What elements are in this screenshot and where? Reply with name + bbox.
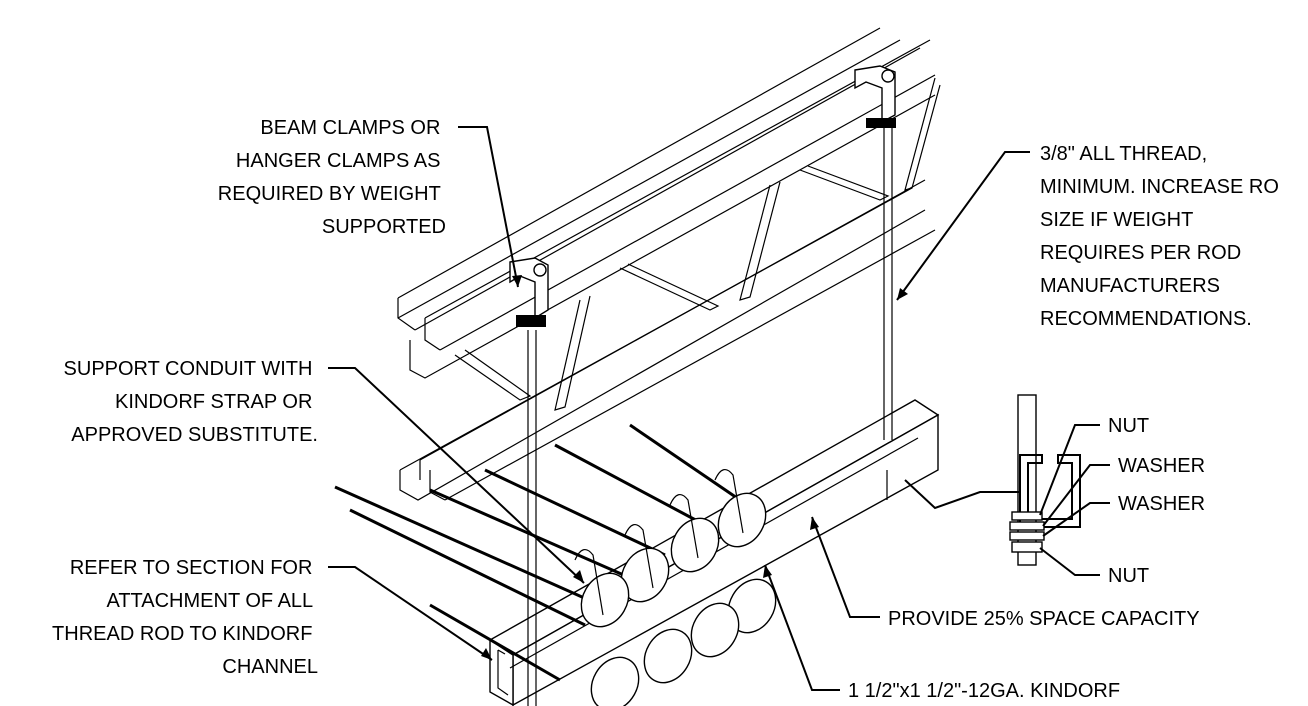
nut-bottom-label: NUT	[1108, 565, 1149, 587]
refer-section-label: REFER TO SECTION FOR ATTACHMENT OF ALL T…	[52, 557, 318, 678]
space-capacity-label: PROVIDE 25% SPACE CAPACITY	[888, 608, 1200, 630]
support-conduit-label: SUPPORT CONDUIT WITH KINDORF STRAP OR AP…	[64, 358, 318, 446]
conduits	[334, 423, 777, 706]
beam-clamp-left	[509, 257, 549, 327]
beam-clamp-right	[854, 65, 896, 128]
kindorf-label: 1 1/2"x1 1/2"-12GA. KINDORF	[848, 680, 1120, 702]
washer-bottom-label: WASHER	[1118, 493, 1205, 515]
bar-joist	[397, 27, 941, 501]
nut-top-label: NUT	[1108, 415, 1149, 437]
washer-top-label: WASHER	[1118, 455, 1205, 477]
all-thread-label: 3/8" ALL THREAD, MINIMUM. INCREASE RO SI…	[1040, 143, 1284, 330]
leader-lines	[328, 126, 1110, 691]
beam-clamps-label: BEAM CLAMPS OR HANGER CLAMPS AS REQUIRED…	[218, 117, 446, 238]
section-detail	[1009, 394, 1081, 566]
hanger-rods	[527, 120, 893, 706]
